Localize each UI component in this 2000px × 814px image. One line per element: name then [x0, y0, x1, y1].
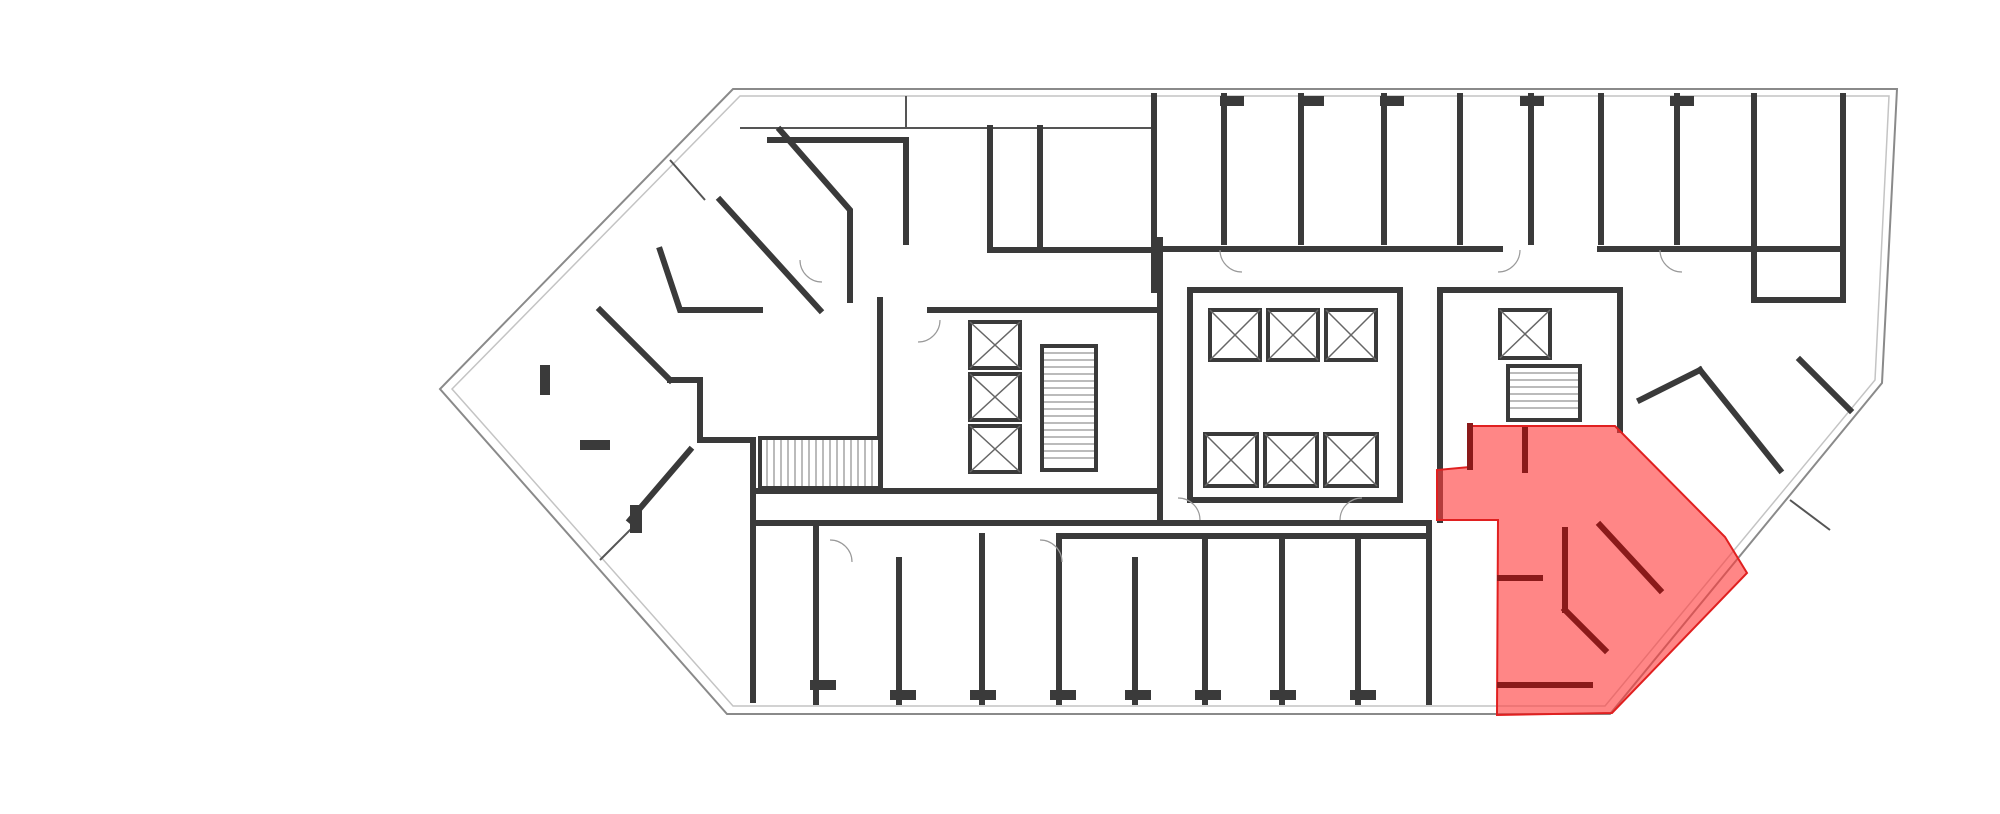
stairwell	[1506, 364, 1582, 422]
highlighted-apartment[interactable]	[1436, 423, 1749, 717]
elevator-left-column	[968, 320, 1022, 474]
stairwell	[758, 436, 882, 490]
stairwell	[1040, 344, 1098, 472]
elevator-central-bottom	[1203, 432, 1379, 488]
doors	[799, 249, 1683, 563]
elevator-right	[1498, 308, 1552, 360]
highlighted-apartment-walls	[1467, 423, 1665, 688]
elevator-central-top	[1208, 308, 1378, 362]
stairwells	[758, 344, 1582, 490]
elevator-shafts	[968, 308, 1552, 488]
wall-piers	[540, 96, 1694, 700]
